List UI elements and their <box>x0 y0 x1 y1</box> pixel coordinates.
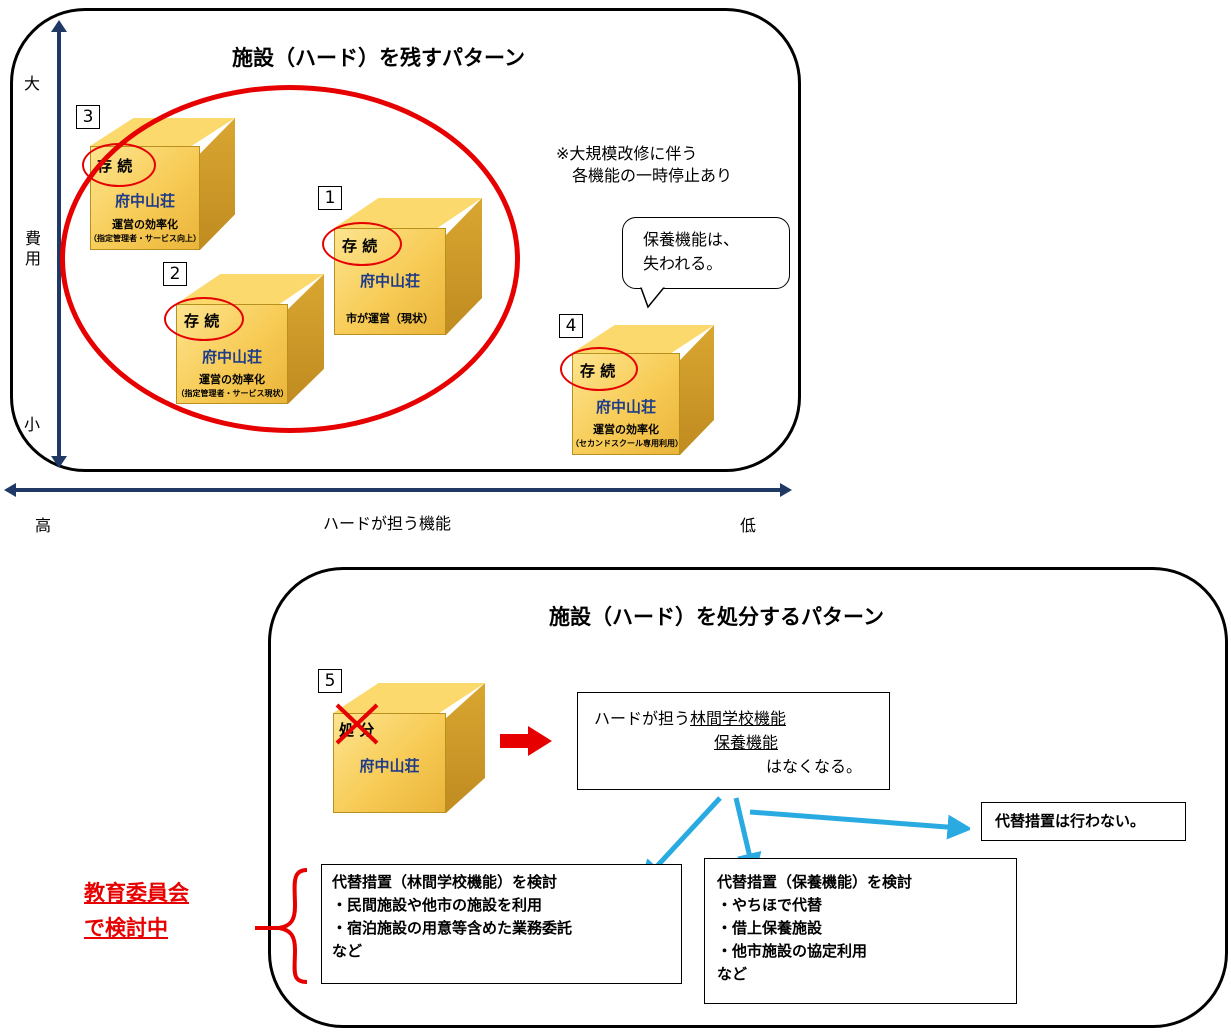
renovation-note-line1: ※大規模改修に伴う <box>556 144 698 163</box>
renovation-note: ※大規模改修に伴う 各機能の一時停止あり <box>556 143 732 187</box>
lost-function-health: 保養機能 <box>714 733 779 752</box>
keep-panel-title: 施設（ハード）を残すパターン <box>232 46 525 70</box>
option-4-number: 4 <box>559 314 583 338</box>
education-line2: で検討中 <box>84 916 168 940</box>
health-loss-bubble: 保養機能は、 失われる。 <box>622 217 790 289</box>
cost-axis <box>51 20 67 468</box>
dispose-cross-icon <box>335 703 379 745</box>
dispose-panel-title: 施設（ハード）を処分するパターン <box>549 605 884 629</box>
bubble-line1: 保養機能は、 <box>643 230 740 249</box>
option-4-status-ring <box>560 347 638 391</box>
lost-functions-box: ハードが担う林間学校機能 保養機能 はなくなる。 <box>577 692 890 790</box>
function-axis <box>4 483 792 497</box>
no-alternative-box: 代替措置は行わない。 <box>981 802 1186 841</box>
forest-alt-title: 代替措置（林間学校機能）を検討 <box>332 873 558 891</box>
option-3-number: 3 <box>76 105 100 129</box>
health-alt-title: 代替措置（保養機能）を検討 <box>717 873 913 891</box>
forest-alt-item-2: ・宿泊施設の用意等含めた業務委託 <box>332 919 573 937</box>
forest-school-alternatives-box: 代替措置（林間学校機能）を検討 ・民間施設や他市の施設を利用 ・宿泊施設の用意等… <box>321 864 682 984</box>
health-alt-etc: など <box>717 965 748 983</box>
lost-functions-suffix: はなくなる。 <box>766 757 863 776</box>
cost-high-label: 大 <box>24 74 41 93</box>
renovation-note-line2: 各機能の一時停止あり <box>572 166 733 185</box>
forest-alt-etc: など <box>332 942 363 960</box>
health-alt-item-3: ・他市施設の協定利用 <box>717 942 868 960</box>
function-axis-label: ハードが担う機能 <box>323 514 452 533</box>
option-4-sub2: （セカンドスクール専用利用） <box>571 439 683 448</box>
bubble-line2: 失われる。 <box>643 254 723 273</box>
option-5-number: 5 <box>318 669 342 693</box>
option-4-sub: 運営の効率化 <box>593 423 659 436</box>
health-alternatives-box: 代替措置（保養機能）を検討 ・やちほで代替 ・借上保養施設 ・他市施設の協定利用… <box>704 858 1017 1004</box>
education-board-note: 教育委員会 で検討中 <box>84 876 189 946</box>
forest-alt-item-1: ・民間施設や他市の施設を利用 <box>332 896 543 914</box>
branch-arrows <box>639 796 970 886</box>
cost-low-label: 小 <box>24 415 41 434</box>
option-4-name: 府中山荘 <box>595 398 656 416</box>
lost-function-forest-school: 林間学校機能 <box>690 709 787 728</box>
dispose-arrow-icon <box>500 726 552 756</box>
cost-axis-label: 費用 <box>24 229 41 268</box>
option-5-cube <box>333 683 485 813</box>
bubble-tail <box>639 285 667 309</box>
function-high-label: 高 <box>35 516 52 535</box>
red-brace <box>255 868 308 984</box>
function-low-label: 低 <box>740 516 757 535</box>
option-5-name: 府中山荘 <box>359 757 420 775</box>
keep-options-grouping-ring <box>60 85 520 433</box>
education-line1: 教育委員会 <box>84 881 189 905</box>
no-alternative-text: 代替措置は行わない。 <box>995 812 1146 830</box>
option-4-status: 存 続 <box>580 362 616 380</box>
health-alt-item-1: ・やちほで代替 <box>717 896 823 914</box>
lost-functions-prefix: ハードが担う <box>594 709 691 728</box>
health-alt-item-2: ・借上保養施設 <box>717 919 823 937</box>
